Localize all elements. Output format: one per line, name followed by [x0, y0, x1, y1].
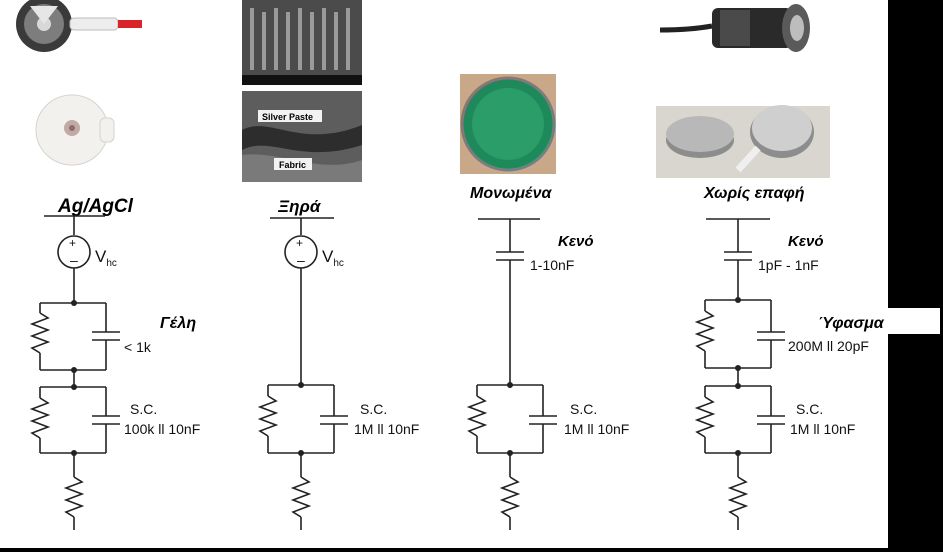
fabric-label-box [808, 308, 940, 334]
gel-label: Γέλη [160, 315, 196, 332]
fabric-label: Fabric [279, 160, 306, 170]
sc-value-3: 1M ll 10nF [564, 421, 629, 437]
gap-value-4: 1pF - 1nF [758, 257, 819, 273]
sc-label-3: S.C. [570, 401, 597, 417]
dry-title: Ξηρά [277, 197, 322, 216]
gap-value-3: 1-10nF [530, 257, 574, 273]
fabric-layer-value: 200M ll 20pF [788, 338, 869, 354]
sc-value-2: 1M ll 10nF [354, 421, 419, 437]
gel-value: < 1k [124, 339, 152, 355]
column-agagcl: Ag/AgCl + – Vhc Γέλη < 1k [29, 196, 200, 530]
sc-label-4: S.C. [796, 401, 823, 417]
svg-text:+: + [296, 236, 303, 250]
noncontact-coin-photo [656, 105, 830, 178]
noncontact-title: Χωρίς επαφή [703, 185, 805, 202]
sc-value-1: 100k ll 10nF [124, 421, 200, 437]
sc-value-4: 1M ll 10nF [790, 421, 855, 437]
insulated-title: Μονωμένα [470, 185, 553, 202]
svg-text:–: – [70, 252, 78, 268]
svg-text:–: – [297, 252, 305, 268]
svg-text:+: + [69, 236, 76, 250]
agagcl-title: Ag/AgCl [57, 196, 134, 217]
column-insulated: Μονωμένα Κενό 1-10nF S.C. 1M ll 10nF [466, 185, 629, 530]
column-dry: Ξηρά + – Vhc S.C. 1M ll 10nF [257, 197, 419, 530]
canvas-background [0, 0, 888, 548]
column-noncontact: Χωρίς επαφή Κενό 1pF - 1nF Ύφασμα 200M l… [694, 185, 940, 530]
agagcl-electrode-photo [16, 0, 142, 52]
gap-label-4: Κενό [788, 233, 824, 250]
agagcl-patch-photo [35, 94, 115, 166]
noncontact-sensor-photo [659, 4, 810, 52]
insulated-electrode-photo [460, 74, 556, 174]
fabric-value-box [786, 336, 884, 356]
gap-label-3: Κενό [558, 233, 594, 250]
sc-label-1: S.C. [130, 401, 157, 417]
fabric-layer-label: Ύφασμα [818, 315, 885, 332]
dry-electrode-sem-photo: Silver Paste Fabric [242, 0, 362, 182]
silver-paste-label: Silver Paste [262, 112, 313, 122]
sc-label-2: S.C. [360, 401, 387, 417]
vhc-label-2: Vhc [322, 247, 344, 269]
vhc-label-1: Vhc [95, 247, 117, 269]
